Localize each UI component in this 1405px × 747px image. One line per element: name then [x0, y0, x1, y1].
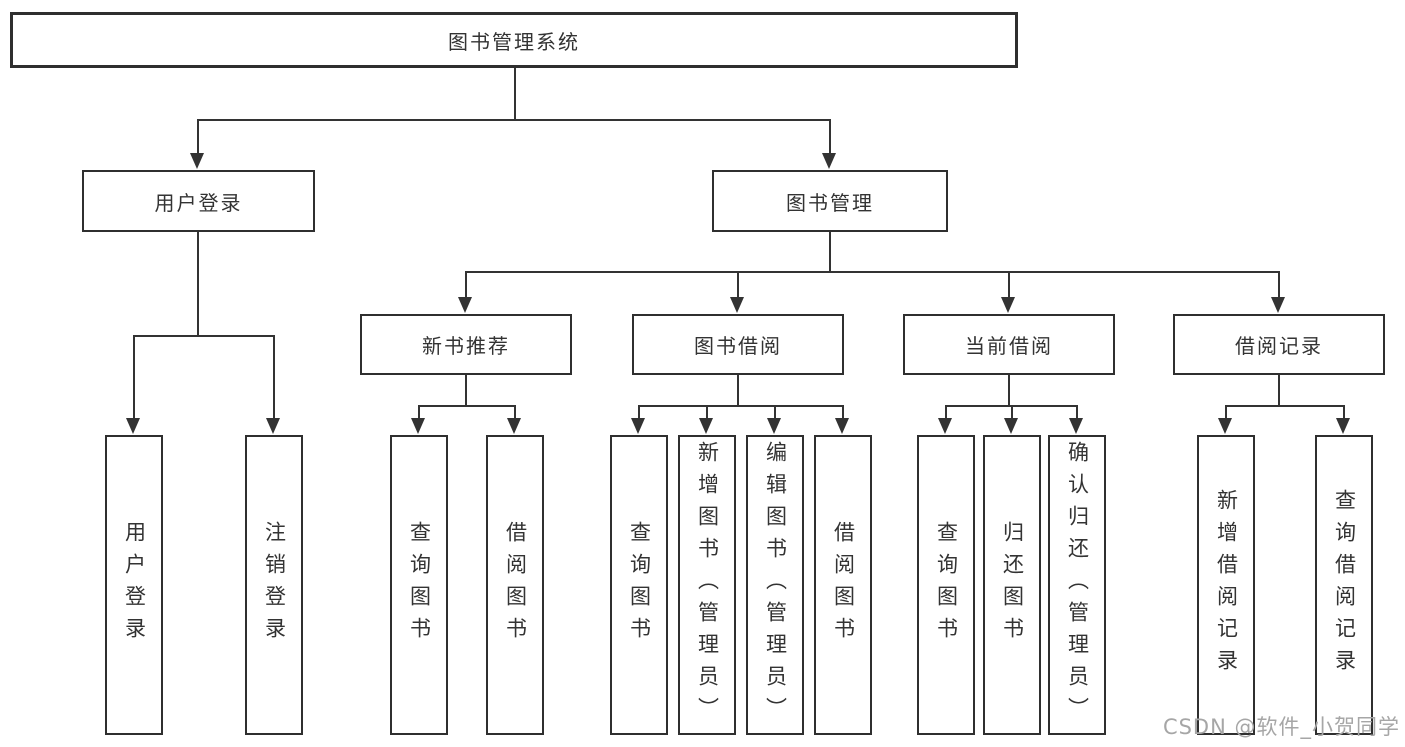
leaf-label: 借阅图书	[831, 521, 856, 649]
arrow-down-icon	[1001, 297, 1015, 313]
node-label: 新书推荐	[422, 334, 510, 358]
node-label: 图书管理系统	[448, 29, 580, 54]
node-book-borrow: 图书借阅	[632, 314, 844, 375]
leaf-label: 注销登录	[262, 521, 287, 649]
arrow-down-icon	[1004, 418, 1018, 434]
connector-current-bar	[945, 405, 1078, 407]
connector-drop	[706, 407, 708, 420]
arrow-down-icon	[1218, 418, 1232, 434]
leaf-borrow-book-borrow: 借阅图书	[814, 435, 872, 735]
connector-drop	[465, 273, 467, 299]
connector-drop	[418, 407, 420, 420]
arrow-down-icon	[631, 418, 645, 434]
connector-current-stem	[1008, 375, 1010, 407]
leaf-label: 新增借阅记录	[1214, 489, 1239, 681]
node-label: 用户登录	[154, 190, 243, 215]
leaf-label: 查询图书	[407, 521, 432, 649]
leaf-return-book: 归还图书	[983, 435, 1041, 735]
arrow-down-icon	[699, 418, 713, 434]
leaf-query-book-newbook: 查询图书	[390, 435, 448, 735]
connector-drop	[1278, 273, 1280, 299]
arrow-down-icon	[767, 418, 781, 434]
arrow-down-icon	[411, 418, 425, 434]
leaf-logout: 注销登录	[245, 435, 303, 735]
arrow-down-icon	[835, 418, 849, 434]
node-label: 图书借阅	[694, 334, 782, 358]
connector-newbook-bar	[418, 405, 516, 407]
leaf-user-login: 用户登录	[105, 435, 163, 735]
connector-drop	[1225, 407, 1227, 420]
node-label: 图书管理	[786, 190, 874, 215]
leaf-label: 查询借阅记录	[1332, 489, 1357, 681]
connector-root-bar	[197, 119, 831, 121]
arrow-down-icon	[730, 297, 744, 313]
leaf-query-book-current: 查询图书	[917, 435, 975, 735]
connector-drop	[737, 273, 739, 299]
arrow-down-icon	[822, 153, 836, 169]
leaf-label: 借阅图书	[503, 521, 528, 649]
node-user-login: 用户登录	[82, 170, 315, 232]
arrow-down-icon	[1069, 418, 1083, 434]
leaf-label: 用户登录	[122, 521, 147, 649]
leaf-label: 查询图书	[934, 521, 959, 649]
connector-bookmgmt-stem	[829, 232, 831, 273]
leaf-query-borrow-record: 查询借阅记录	[1315, 435, 1373, 735]
leaf-add-book-admin: 新增图书（管理员）	[678, 435, 736, 735]
connector-drop	[1008, 273, 1010, 299]
node-library-management-system: 图书管理系统	[10, 12, 1018, 68]
connector-drop	[774, 407, 776, 420]
connector-drop	[1343, 407, 1345, 420]
leaf-label: 归还图书	[1000, 521, 1025, 649]
leaf-label: 确认归还（管理员）	[1065, 441, 1090, 729]
node-label: 当前借阅	[965, 334, 1053, 358]
connector-drop	[197, 121, 199, 155]
connector-drop	[1076, 407, 1078, 420]
csdn-watermark: CSDN @软件_小贺同学	[1162, 715, 1400, 739]
node-book-management: 图书管理	[712, 170, 948, 232]
connector-record-stem	[1278, 375, 1280, 407]
connector-root-stem	[514, 68, 516, 121]
arrow-down-icon	[458, 297, 472, 313]
connector-drop	[638, 407, 640, 420]
connector-drop	[842, 407, 844, 420]
arrow-down-icon	[266, 418, 280, 434]
leaf-edit-book-admin: 编辑图书（管理员）	[746, 435, 804, 735]
leaf-confirm-return-admin: 确认归还（管理员）	[1048, 435, 1106, 735]
arrow-down-icon	[507, 418, 521, 434]
connector-drop	[829, 121, 831, 155]
connector-drop	[273, 337, 275, 420]
leaf-label: 编辑图书（管理员）	[763, 441, 788, 729]
connector-drop	[1011, 407, 1013, 420]
node-label: 借阅记录	[1235, 334, 1323, 358]
leaf-label: 新增图书（管理员）	[695, 441, 720, 729]
node-new-book-recommend: 新书推荐	[360, 314, 572, 375]
leaf-label: 查询图书	[627, 521, 652, 649]
arrow-down-icon	[1271, 297, 1285, 313]
connector-drop	[133, 337, 135, 420]
connector-bookmgmt-bar	[465, 271, 1280, 273]
arrow-down-icon	[1336, 418, 1350, 434]
connector-borrow-stem	[737, 375, 739, 407]
connector-drop	[945, 407, 947, 420]
leaf-borrow-book-newbook: 借阅图书	[486, 435, 544, 735]
connector-drop	[514, 407, 516, 420]
node-current-borrow: 当前借阅	[903, 314, 1115, 375]
connector-newbook-stem	[465, 375, 467, 407]
arrow-down-icon	[126, 418, 140, 434]
leaf-query-book-borrow: 查询图书	[610, 435, 668, 735]
connector-userlogin-stem	[197, 232, 199, 337]
connector-record-bar	[1225, 405, 1345, 407]
node-borrow-record: 借阅记录	[1173, 314, 1385, 375]
connector-userlogin-bar	[133, 335, 275, 337]
arrow-down-icon	[190, 153, 204, 169]
arrow-down-icon	[938, 418, 952, 434]
connector-borrow-bar	[638, 405, 844, 407]
leaf-add-borrow-record: 新增借阅记录	[1197, 435, 1255, 735]
